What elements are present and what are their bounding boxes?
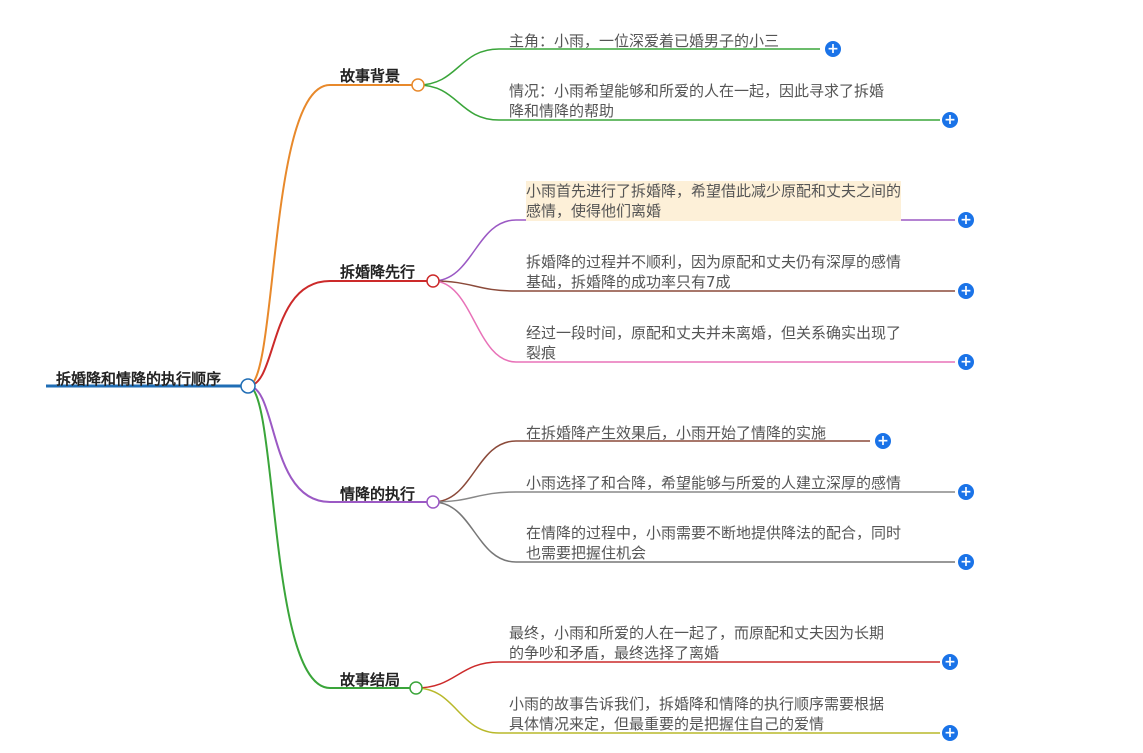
leaf-text-3-2[interactable]: 小雨选择了和合降，希望能够与所爱的人建立深厚的感情 [526, 473, 901, 493]
leaf-text-4-2[interactable]: 小雨的故事告诉我们，拆婚降和情降的执行顺序需要根据具体情况来定，但最重要的是把握… [509, 694, 884, 734]
leaf-line: 小雨选择了和合降，希望能够与所爱的人建立深厚的感情 [526, 474, 902, 492]
expand-plus-icon[interactable]: + [825, 41, 841, 57]
leaf-line: 在情降的过程中，小雨需要不断地提供降法的配合，同时 [526, 524, 902, 542]
expand-plus-icon[interactable]: + [942, 654, 958, 670]
expand-plus-icon[interactable]: + [958, 354, 974, 370]
leaf-text-3-3[interactable]: 在情降的过程中，小雨需要不断地提供降法的配合，同时也需要把握住机会 [526, 523, 901, 563]
leaf-connector-1-1 [417, 48, 820, 86]
branch-label-3[interactable]: 情降的执行 [340, 485, 416, 503]
leaf-connector-3-1 [432, 440, 870, 503]
leaf-text-4-1[interactable]: 最终，小雨和所爱的人在一起了，而原配和丈夫因为长期的争吵和矛盾，最终选择了离婚 [509, 623, 884, 663]
leaf-line: 在拆婚降产生效果后，小雨开始了情降的实施 [526, 424, 827, 442]
leaf-line: 感情，使得他们离婚 [526, 202, 662, 220]
leaf-text-2-2[interactable]: 拆婚降的过程并不顺利，因为原配和丈夫仍有深厚的感情基础，拆婚降的成功率只有7成 [526, 252, 901, 292]
branch-connector-3 [247, 385, 433, 503]
leaf-connector-1-2 [417, 84, 940, 121]
leaf-connector-3-3 [432, 501, 955, 563]
branch-collapse-node-2[interactable] [426, 274, 440, 288]
leaf-line: 的争吵和矛盾，最终选择了离婚 [509, 644, 720, 662]
branch-connector-2 [247, 280, 433, 387]
branch-collapse-node-1[interactable] [411, 78, 425, 92]
leaf-line: 具体情况来定，但最重要的是把握住自己的爱情 [509, 715, 825, 733]
branch-collapse-node-3[interactable] [426, 495, 440, 509]
expand-plus-icon[interactable]: + [958, 283, 974, 299]
leaf-text-3-1[interactable]: 在拆婚降产生效果后，小雨开始了情降的实施 [526, 423, 826, 443]
branch-connector-4 [247, 385, 416, 689]
leaf-line: 拆婚降的过程并不顺利，因为原配和丈夫仍有深厚的感情 [526, 253, 902, 271]
leaf-line: 主角：小雨，一位深爱着已婚男子的小三 [509, 32, 780, 50]
leaf-connector-2-1 [432, 219, 955, 282]
leaf-text-2-1[interactable]: 小雨首先进行了拆婚降，希望借此减少原配和丈夫之间的感情，使得他们离婚 [526, 181, 902, 221]
branch-label-1[interactable]: 故事背景 [340, 67, 401, 85]
leaf-line: 小雨的故事告诉我们，拆婚降和情降的执行顺序需要根据 [509, 695, 885, 713]
leaf-connector-4-2 [415, 687, 940, 734]
leaf-line: 裂痕 [526, 344, 557, 362]
leaf-line: 经过一段时间，原配和丈夫并未离婚，但关系确实出现了 [526, 324, 902, 342]
leaf-line: 也需要把握住机会 [526, 544, 647, 562]
leaf-text-1-2[interactable]: 情况：小雨希望能够和所爱的人在一起，因此寻求了拆婚降和情降的帮助 [509, 81, 884, 121]
leaf-connector-2-2 [432, 280, 955, 292]
branch-label-2[interactable]: 拆婚降先行 [340, 263, 416, 281]
expand-plus-icon[interactable]: + [958, 212, 974, 228]
leaf-line: 情况：小雨希望能够和所爱的人在一起，因此寻求了拆婚 [509, 82, 885, 100]
leaf-connector-3-2 [432, 491, 955, 503]
expand-plus-icon[interactable]: + [942, 112, 958, 128]
leaf-connector-2-3 [432, 280, 955, 363]
leaf-line: 最终，小雨和所爱的人在一起了，而原配和丈夫因为长期 [509, 624, 885, 642]
leaf-text-1-1[interactable]: 主角：小雨，一位深爱着已婚男子的小三 [509, 31, 779, 51]
leaf-line: 降和情降的帮助 [509, 102, 615, 120]
root-topic-label[interactable]: 拆婚降和情降的执行顺序 [56, 370, 222, 388]
expand-plus-icon[interactable]: + [958, 484, 974, 500]
leaf-text-2-3[interactable]: 经过一段时间，原配和丈夫并未离婚，但关系确实出现了裂痕 [526, 323, 901, 363]
expand-plus-icon[interactable]: + [958, 554, 974, 570]
expand-plus-icon[interactable]: + [942, 725, 958, 741]
branch-collapse-node-4[interactable] [409, 681, 423, 695]
leaf-line: 小雨首先进行了拆婚降，希望借此减少原配和丈夫之间的 [526, 182, 902, 200]
branch-label-4[interactable]: 故事结局 [340, 671, 401, 689]
expand-plus-icon[interactable]: + [875, 433, 891, 449]
root-collapse-node[interactable] [240, 378, 256, 394]
leaf-line: 基础，拆婚降的成功率只有7成 [526, 273, 731, 291]
leaf-connector-4-1 [415, 661, 940, 689]
branch-connector-1 [247, 84, 418, 387]
